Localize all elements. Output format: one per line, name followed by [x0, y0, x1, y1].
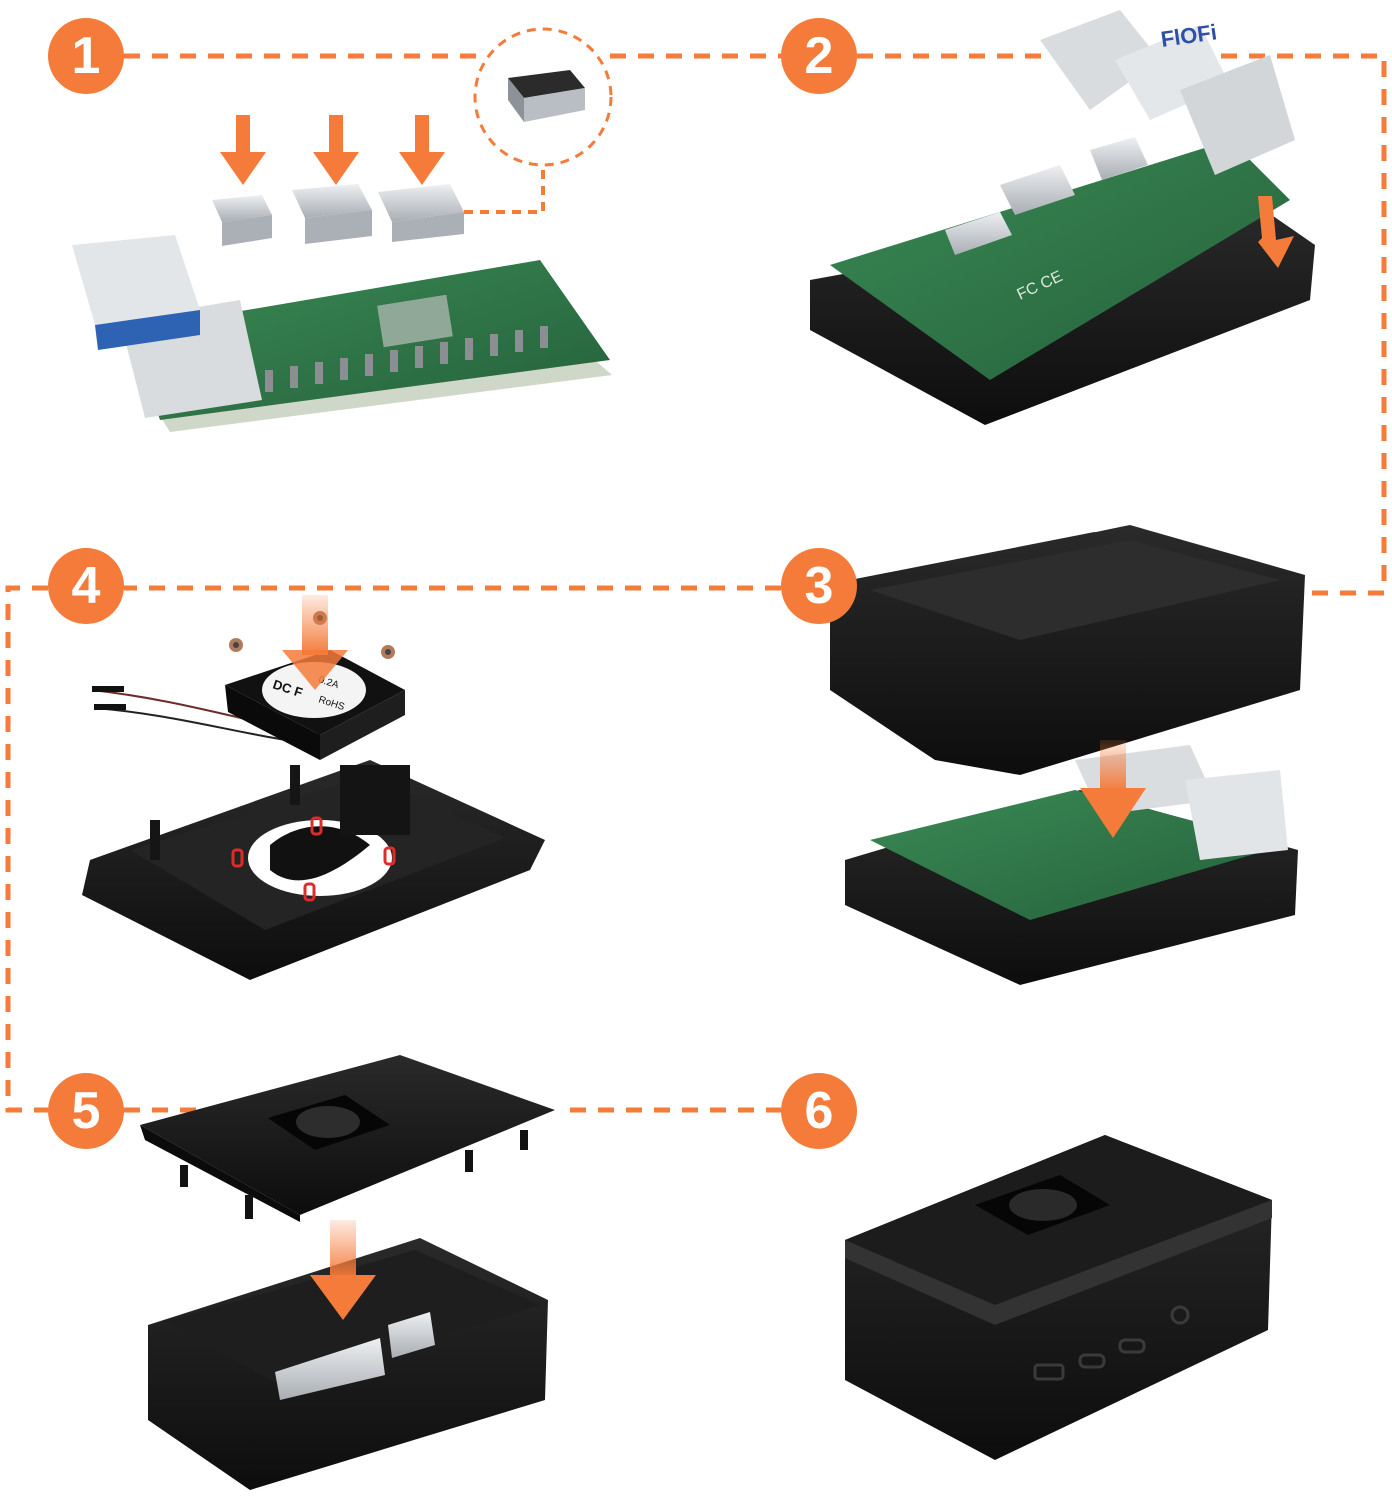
- step3-illustration: [830, 477, 1305, 985]
- thermal-pad-icon: [508, 70, 585, 98]
- step-3-badge: 3: [781, 548, 857, 624]
- port-icon: [1033, 1305, 1190, 1381]
- down-arrow-icon: [310, 1220, 376, 1320]
- step-5-badge: 5: [48, 1073, 124, 1149]
- step6-illustration: [845, 1135, 1272, 1460]
- zoom-callout-line: [462, 170, 545, 214]
- down-arrow-icon: [1258, 196, 1294, 268]
- down-arrow-icon: [282, 595, 348, 690]
- step-6-badge: 6: [781, 1073, 857, 1149]
- step-1-badge: 1: [48, 18, 124, 94]
- step-2-badge: 2: [781, 18, 857, 94]
- step5-illustration: [140, 1055, 555, 1490]
- fan-icon: DC F 0.2A RoHS: [225, 650, 405, 760]
- step2-illustration: FlOFi FC CE: [810, 10, 1315, 425]
- screw-hole-icon: [231, 816, 396, 902]
- step4-illustration: DC F 0.2A RoHS: [82, 595, 545, 980]
- down-arrow-icon: [1080, 740, 1146, 838]
- heatsink-icon: [212, 184, 464, 246]
- case-top-plate: [82, 760, 545, 980]
- raspberry-pi-board: [72, 235, 612, 432]
- step-4-badge: 4: [48, 548, 124, 624]
- heatsink-zoom-callout: [473, 27, 613, 167]
- connector-4-5: [5, 585, 48, 1113]
- step1-illustration: [72, 115, 612, 432]
- down-arrow-icon: [220, 115, 445, 185]
